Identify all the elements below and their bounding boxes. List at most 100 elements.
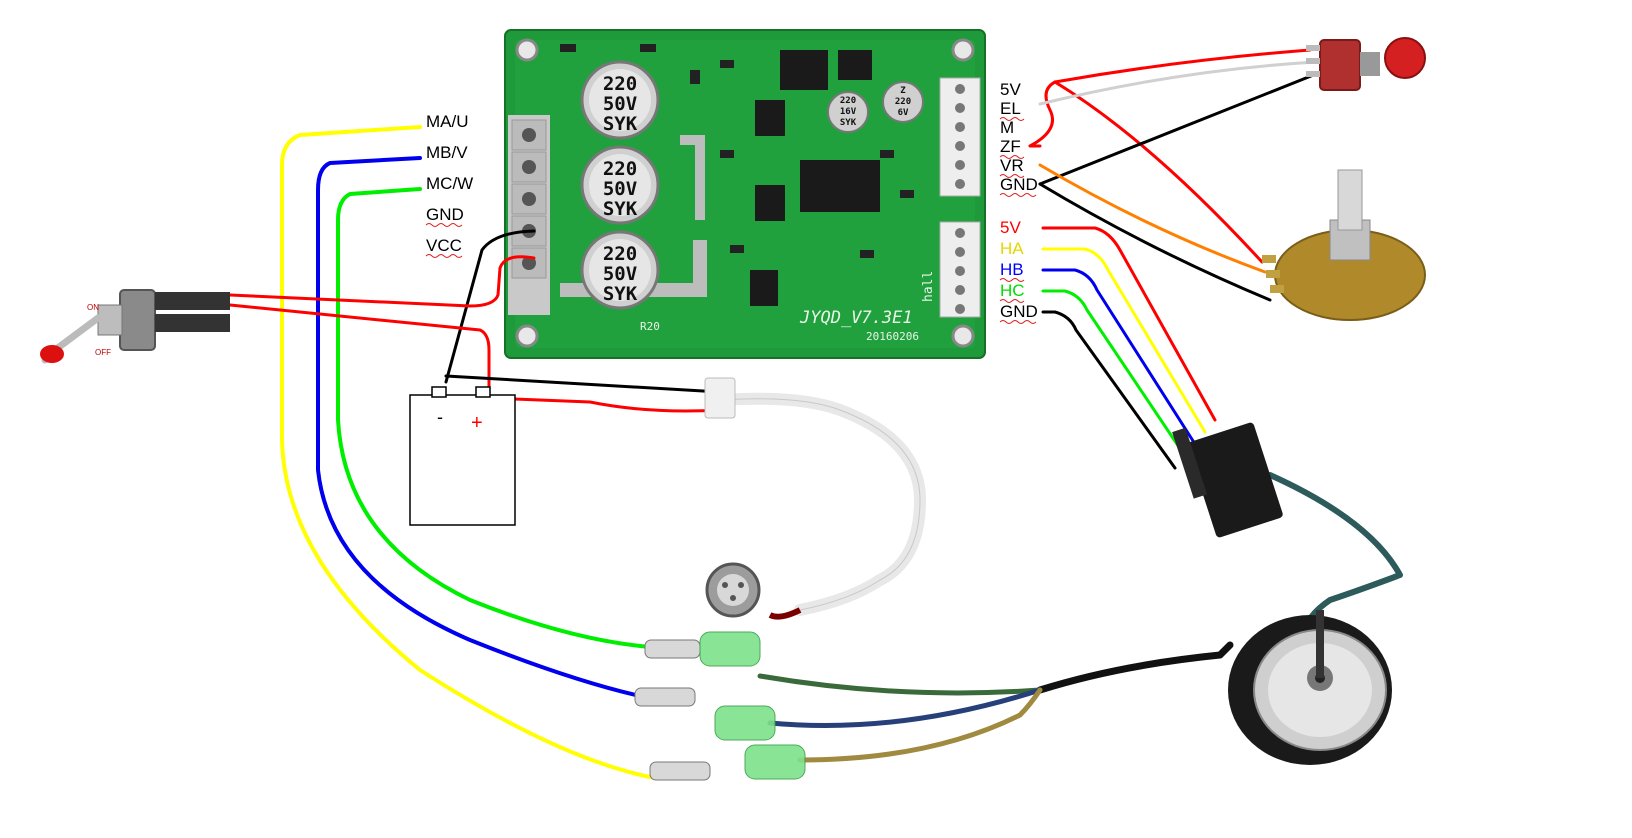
wire-vcc-red	[228, 255, 536, 308]
label-m: M	[1000, 118, 1014, 137]
jst-plug	[704, 377, 736, 419]
smd-part	[730, 245, 744, 253]
label-gnd-power: GND	[426, 205, 464, 224]
mount-hole	[515, 324, 539, 348]
label-vcc: VCC	[426, 236, 462, 255]
battery-minus: -	[437, 407, 443, 427]
battery-plus: +	[471, 412, 483, 434]
cap-text: 6V	[898, 108, 909, 118]
ic-chip	[750, 270, 778, 306]
smd-part	[880, 150, 894, 158]
resistor-label: R20	[640, 320, 660, 333]
capacitor-small-a: 220 16V SYK	[827, 91, 869, 133]
wire-5v-pot-red	[1053, 80, 1264, 264]
ic-chip	[755, 100, 785, 136]
capacitor-small-b: Z 220 6V	[882, 81, 924, 123]
label-gnd-control: GND	[1000, 175, 1038, 194]
wire-gnd-switch-black	[1038, 72, 1318, 186]
battery-terminal-negative	[431, 386, 447, 398]
ic-chip	[800, 160, 880, 212]
motor-phase-tan	[797, 687, 1043, 763]
smd-part	[860, 250, 874, 258]
cap-text: SYK	[603, 113, 638, 135]
hall-labels: 5V HA HB HC GND	[999, 218, 1038, 324]
wire-hall-hb-blue	[1041, 268, 1197, 446]
switch-on-mark: ON	[87, 303, 99, 312]
cap-text: SYK	[603, 283, 638, 305]
hall-silkscreen: hall	[921, 271, 936, 302]
phase-connectors	[634, 631, 806, 781]
board-date: 20160206	[866, 330, 919, 343]
smd-part	[900, 190, 914, 198]
motor-power-labels: MA/U MB/V MC/W GND VCC	[425, 112, 473, 258]
toggle-lever-tip[interactable]	[40, 345, 64, 363]
wire-switch-red	[228, 303, 491, 392]
motor-phase-green	[757, 673, 1043, 696]
ic-chip	[780, 50, 828, 90]
cap-text: 50V	[603, 178, 637, 200]
label-5v-hall: 5V	[1000, 218, 1021, 237]
wire-mb-blue	[316, 156, 642, 698]
spade-connector-blue	[634, 687, 776, 741]
wire-mc-green	[336, 187, 652, 649]
cap-text: 220	[603, 158, 637, 180]
wire-hall-ha-yellow	[1041, 247, 1207, 434]
cap-text: SYK	[840, 118, 857, 128]
ic-chip	[838, 50, 872, 80]
label-hb: HB	[1000, 260, 1024, 279]
push-button-switch[interactable]	[1306, 37, 1426, 91]
controller-board: 220 50V SYK 220 50V SYK 220 50V SYK 220 …	[504, 29, 986, 359]
motor-phase-blue	[767, 687, 1043, 728]
cap-text: SYK	[603, 198, 638, 220]
mount-hole	[515, 38, 539, 62]
cap-text: 220	[603, 73, 637, 95]
battery: - +	[409, 386, 516, 526]
label-gnd-hall: GND	[1000, 302, 1038, 321]
wire-zf-loop-red	[1028, 80, 1057, 148]
spade-connector-yellow	[649, 744, 806, 781]
smd-part	[640, 44, 656, 52]
potentiometer-shaft[interactable]	[1337, 169, 1363, 231]
label-hc: HC	[1000, 281, 1025, 300]
hall-connector	[1172, 422, 1283, 538]
smd-part	[720, 150, 734, 158]
wire-battery-black	[444, 374, 722, 394]
smd-part	[560, 44, 576, 52]
motor-phase-cable-black	[1036, 641, 1234, 694]
smd-part	[690, 70, 700, 84]
label-mb-v: MB/V	[426, 143, 468, 162]
switch-off-mark: OFF	[95, 348, 111, 357]
cap-text: 16V	[840, 107, 857, 117]
wire-ma-yellow	[280, 125, 657, 780]
cap-text: 50V	[603, 93, 637, 115]
label-zf: ZF	[1000, 137, 1021, 156]
wire-hall-hc-green	[1041, 289, 1187, 458]
label-vr: VR	[1000, 156, 1024, 175]
cap-text: 50V	[603, 263, 637, 285]
wire-gnd-black	[444, 229, 536, 384]
capacitor-3: 220 50V SYK	[580, 230, 660, 310]
push-button-cap[interactable]	[1384, 37, 1426, 79]
cap-text: 220	[603, 243, 637, 265]
wire-hall-gnd-black	[1041, 310, 1177, 470]
mount-hole	[951, 324, 975, 348]
wire-battery-red	[487, 396, 722, 413]
power-toggle-switch[interactable]: ON OFF	[40, 289, 230, 364]
wires	[228, 48, 1403, 780]
cap-text: 220	[840, 96, 856, 106]
speed-connector	[704, 377, 927, 620]
capacitor-1: 220 50V SYK	[580, 60, 660, 140]
spade-connector-green	[644, 631, 761, 667]
ic-chip	[755, 185, 785, 221]
potentiometer[interactable]	[1262, 169, 1426, 321]
board-model: JYQD_V7.3E1	[799, 308, 913, 328]
label-mc-w: MC/W	[426, 174, 473, 193]
battery-terminal-positive	[475, 386, 491, 398]
wire-gnd-pot-black	[1038, 182, 1272, 302]
capacitor-2: 220 50V SYK	[580, 145, 660, 225]
wire-5v-red	[1053, 48, 1312, 84]
control-labels: 5V EL M ZF VR GND	[999, 80, 1038, 197]
wire-vr-orange	[1038, 163, 1267, 274]
wire-hall-5v-red	[1041, 226, 1217, 422]
